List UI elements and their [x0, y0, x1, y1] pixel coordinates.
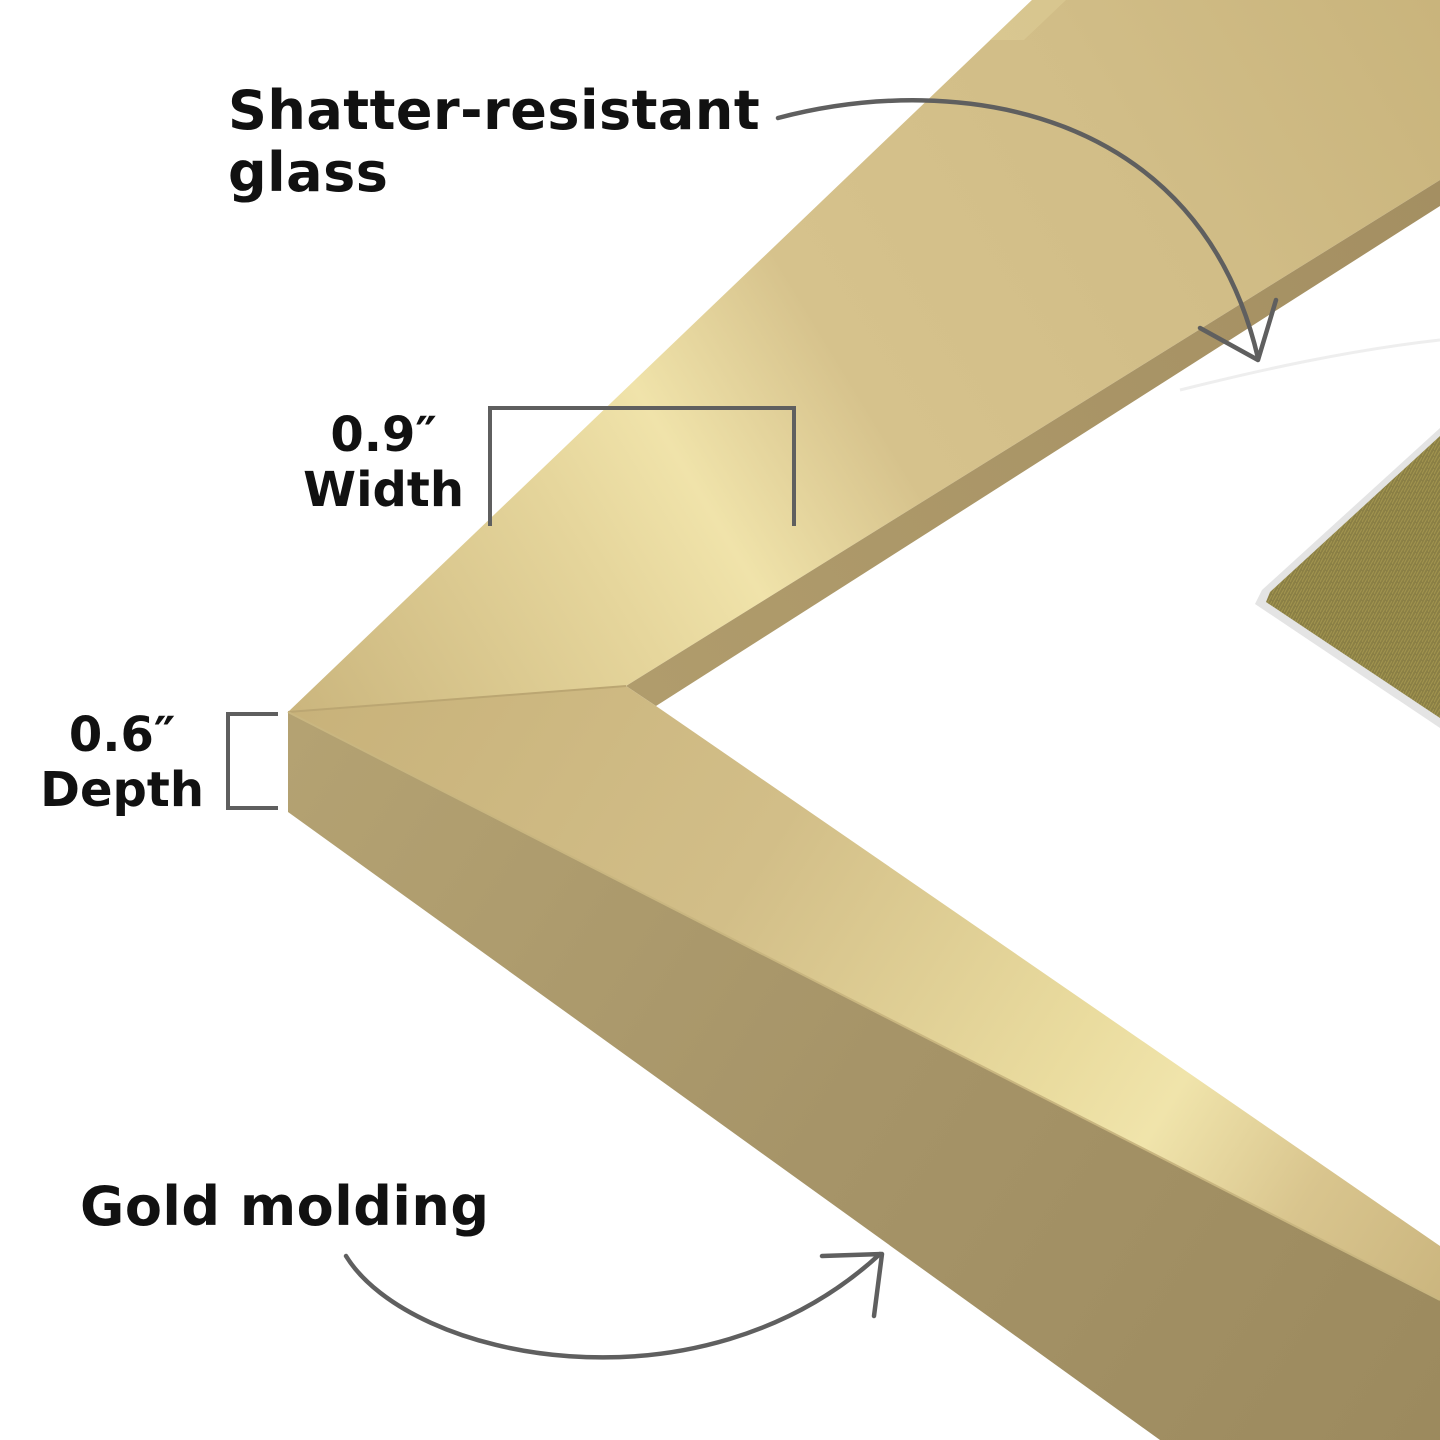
- width-bracket: [488, 406, 796, 526]
- depth-callout: 0.6″ Depth: [40, 708, 204, 817]
- glass-callout-line2: glass: [228, 140, 389, 204]
- photo-print: [1255, 428, 1440, 728]
- depth-bracket: [226, 712, 278, 810]
- width-caption: Width: [303, 461, 464, 518]
- glass-callout: Shatter-resistant glass: [228, 80, 760, 203]
- glass-pointer-arrow: [775, 98, 1279, 363]
- depth-value: 0.6″: [68, 707, 176, 763]
- molding-pointer-arrow: [343, 1251, 885, 1360]
- frame-bottom-arm: [288, 686, 1440, 1300]
- molding-callout: Gold molding: [80, 1175, 490, 1238]
- glass-reflection: [1179, 338, 1440, 392]
- miter-seam: [287, 685, 627, 713]
- frame-side-face: [288, 712, 1440, 1440]
- width-callout: 0.9″ Width: [303, 408, 464, 517]
- depth-caption: Depth: [40, 761, 204, 818]
- frame-inner-bevel-top: [626, 180, 1440, 706]
- width-value: 0.9″: [330, 407, 437, 463]
- glass-callout-line1: Shatter-resistant: [228, 79, 761, 142]
